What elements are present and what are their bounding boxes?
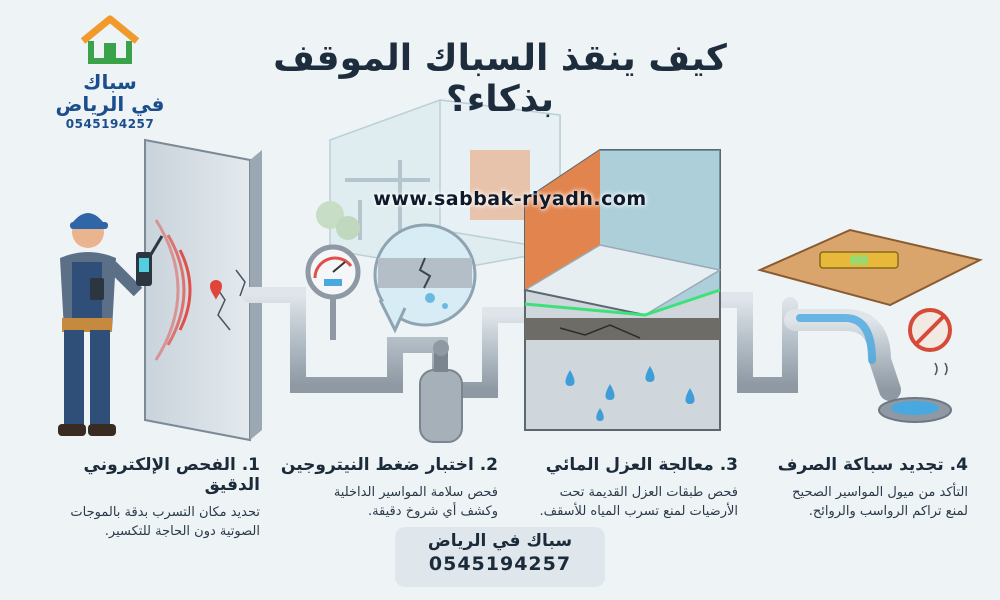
website-watermark: www.sabbak-riyadh.com <box>373 188 647 210</box>
step-1-line2: الصوتية دون الحاجة للتكسير. <box>104 524 260 539</box>
step-1-title: 1. الفحص الإلكتروني الدقيق <box>83 455 260 495</box>
step-2-line2: وكشف أي شروخ دقيقة. <box>367 504 498 519</box>
step-4-line2: لمنع تراكم الرواسب والروائح. <box>808 504 968 519</box>
page-title: كيف ينقذ السباك الموقف بذكاء؟ <box>273 38 727 120</box>
waterproofing-section <box>522 149 723 431</box>
crack-magnifier <box>373 223 477 334</box>
brand-logo: سباك في الرياض 0545194257 <box>50 15 170 131</box>
step-4-description: التأكد من ميول المواسير الصحيح لمنع تراك… <box>738 483 968 521</box>
step-3-description: فحص طبقات العزل القديمة تحت الأرضيات لمن… <box>508 483 739 521</box>
contact-phone[interactable]: 0545194257 <box>428 553 572 575</box>
step-3-line2: الأرضيات لمنع تسرب المياه للأسقف. <box>539 504 739 519</box>
step-1-description: تحديد مكان التسرب بدقة بالموجات الصوتية … <box>30 503 260 541</box>
drainage-section <box>757 228 983 423</box>
contact-box: سباك في الرياض 0545194257 <box>395 527 605 587</box>
step-4-line1: التأكد من ميول المواسير الصحيح <box>792 485 968 500</box>
step-4-title: 4. تجديد سباكة الصرف <box>777 455 968 475</box>
step-2: 2. اختبار ضغط النيتروجين فحص سلامة الموا… <box>268 455 498 521</box>
step-3-title: 3. معالجة العزل المائي <box>545 455 738 475</box>
logo-phone: 0545194257 <box>65 117 155 131</box>
logo-name: سباك في الرياض <box>50 71 170 115</box>
nitrogen-cylinder <box>419 340 463 443</box>
step-2-description: فحص سلامة المواسير الداخلية وكشف أي شروخ… <box>268 483 498 521</box>
step-4: 4. تجديد سباكة الصرف التأكد من ميول المو… <box>738 455 968 521</box>
step-2-line1: فحص سلامة المواسير الداخلية <box>333 485 498 500</box>
step-3: 3. معالجة العزل المائي فحص طبقات العزل ا… <box>508 455 739 521</box>
step-1-line1: تحديد مكان التسرب بدقة بالموجات <box>70 505 260 520</box>
technician <box>58 213 164 436</box>
step-2-title: 2. اختبار ضغط النيتروجين <box>280 455 498 475</box>
house-logo-icon <box>80 15 140 64</box>
step-3-line1: فحص طبقات العزل القديمة تحت <box>559 485 738 500</box>
step-1: 1. الفحص الإلكتروني الدقيق تحديد مكان ال… <box>30 455 260 541</box>
logo-name-line2: في الرياض <box>55 92 165 116</box>
contact-name: سباك في الرياض <box>427 531 573 551</box>
pressure-gauge <box>305 244 361 340</box>
logo-name-line1: سباك <box>83 70 137 94</box>
